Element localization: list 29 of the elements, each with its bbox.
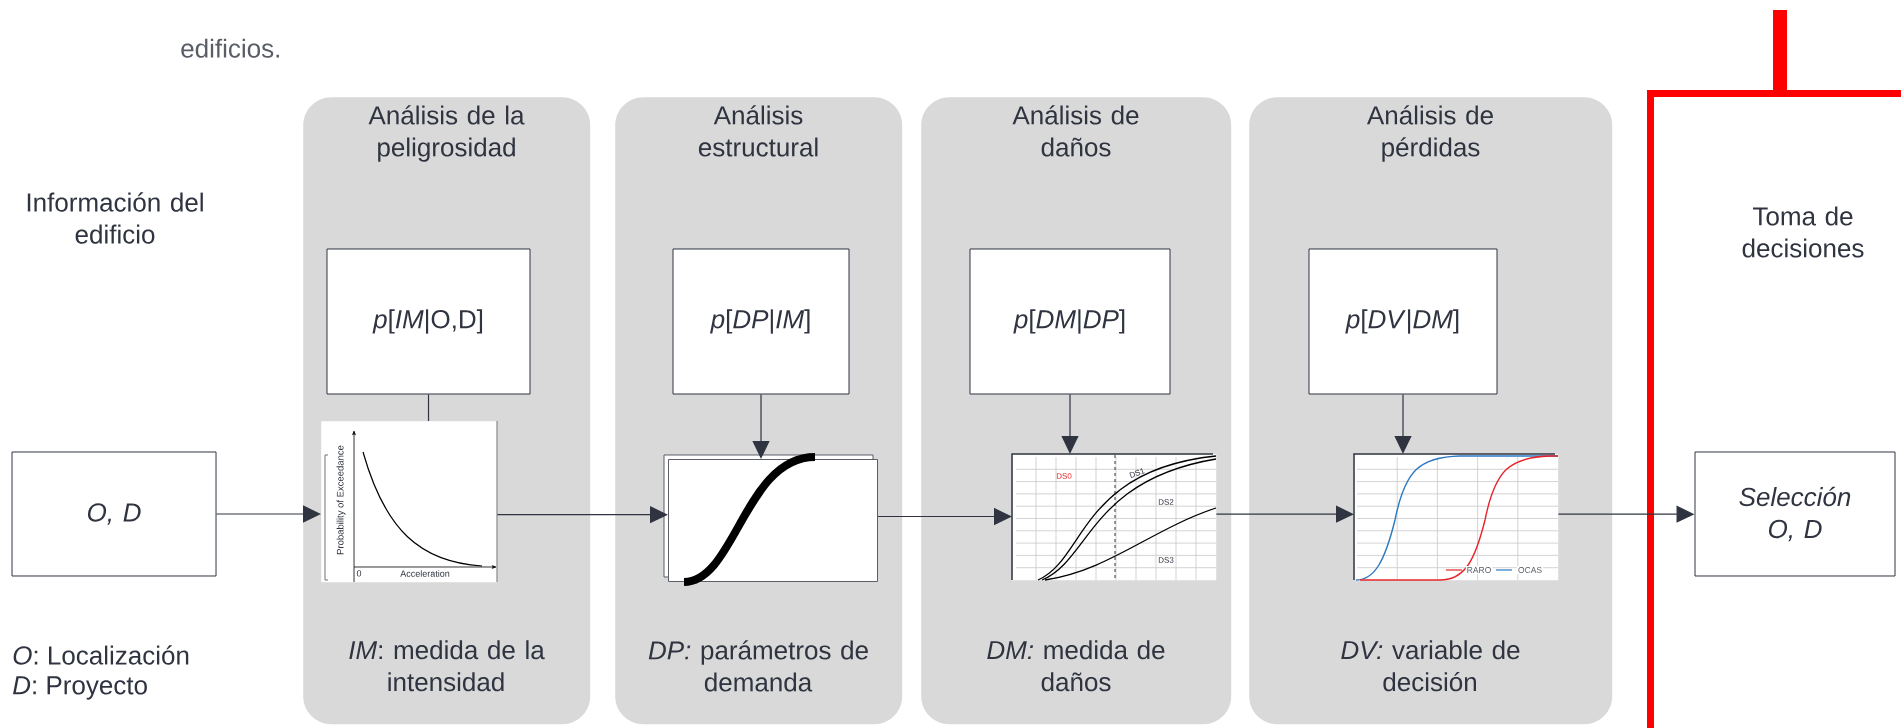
probability-box: p[DM|DP] bbox=[969, 248, 1171, 395]
stage-heading: Análisis de pérdidas bbox=[1366, 105, 1493, 162]
s-curve-drawing bbox=[663, 453, 878, 586]
variable-caption: DM: medida de daños bbox=[987, 640, 1165, 692]
variable-caption: DV: variable de decisión bbox=[1341, 640, 1520, 692]
variable-caption: IM: medida de la intensidad bbox=[349, 640, 545, 692]
caption-text: Información del edificio bbox=[27, 192, 203, 244]
stage-heading: Análisis de daños bbox=[1012, 105, 1139, 157]
arrow bbox=[1215, 505, 1354, 523]
fragility-curves-drawing: DS0 DS1 DS2 DS3 bbox=[1011, 453, 1217, 581]
connector-line bbox=[427, 393, 430, 422]
caption-text: D: Proyecto bbox=[13, 676, 147, 700]
caption-text: edificios. bbox=[181, 38, 279, 58]
arrow bbox=[1061, 393, 1079, 454]
probability-box: p[DP|IM] bbox=[672, 248, 850, 395]
loss-curves-drawing: RARO OCAS bbox=[1353, 453, 1559, 581]
variable-caption: DP: parámetros de demanda bbox=[648, 640, 868, 692]
stage-heading: Análisis estructural bbox=[698, 105, 818, 157]
caption-text: O: Localización bbox=[13, 645, 189, 665]
arrow bbox=[215, 505, 321, 523]
input-box: Selección O, D bbox=[1694, 451, 1896, 577]
hazard-curve-drawing: Probability of Exceedance 0 Acceleration bbox=[321, 420, 498, 583]
probability-box: p[DV|DM] bbox=[1308, 248, 1498, 395]
arrow bbox=[1394, 393, 1412, 454]
stage-heading: Análisis de la peligrosidad bbox=[368, 105, 525, 162]
arrow bbox=[752, 393, 770, 459]
probability-box: p[IM|O,D] bbox=[326, 248, 531, 395]
input-box: O, D bbox=[11, 451, 217, 577]
stage-heading: Toma de decisiones bbox=[1742, 206, 1864, 258]
